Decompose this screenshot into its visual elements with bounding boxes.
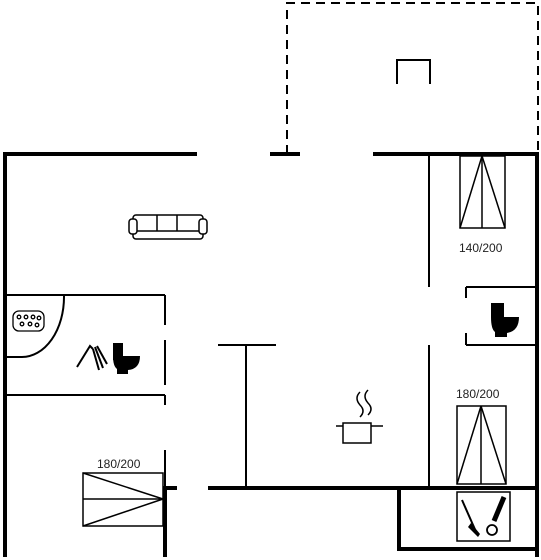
door-swing [5, 295, 65, 358]
bed-bottom-left [82, 472, 164, 527]
fireplace-icon [396, 59, 431, 84]
bed-mid-right [456, 405, 507, 485]
cooking-pot-icon [336, 389, 383, 444]
exterior-walls [3, 152, 539, 557]
toilet-icon [491, 303, 519, 337]
interior-walls [5, 154, 537, 488]
utility-broom-icon [456, 491, 511, 542]
whirlpool-tub-icon [12, 310, 45, 332]
bed-size-label: 180/200 [97, 457, 141, 471]
bed-size-label: 180/200 [456, 387, 500, 401]
sofa-icon [128, 214, 208, 240]
bed-size-label: 140/200 [459, 241, 503, 255]
toilet-icon [113, 343, 140, 374]
bed-top-right [459, 155, 506, 229]
shower-icon [76, 344, 108, 371]
terrace-outline [286, 2, 539, 154]
